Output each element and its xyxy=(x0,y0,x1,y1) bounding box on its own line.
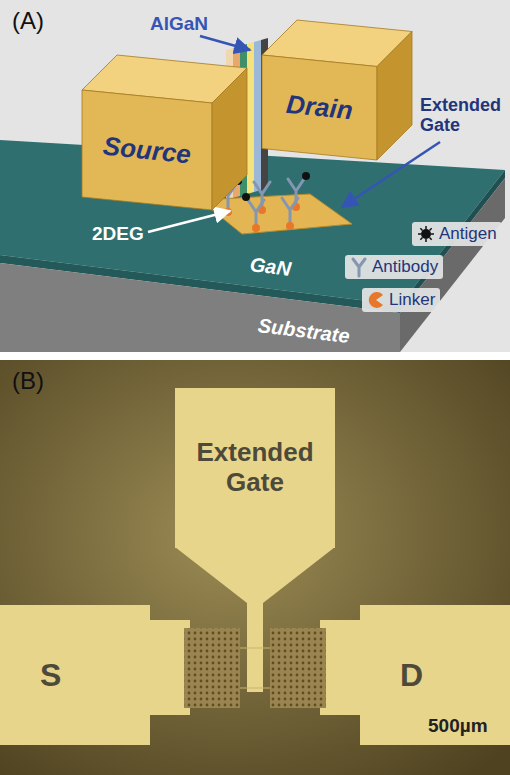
antigen-spike xyxy=(420,238,422,240)
extended-gate-pad: Extended Gate xyxy=(175,388,335,548)
linker xyxy=(252,224,260,232)
antigen xyxy=(242,193,250,201)
ohmic-contact xyxy=(270,628,326,708)
antigen-spike xyxy=(430,228,432,230)
panel-background xyxy=(0,0,510,352)
legend-item: Antigen xyxy=(412,222,502,246)
antibody-icon xyxy=(353,259,365,276)
panel-label: (A) xyxy=(12,8,44,34)
electrode-label: Drain xyxy=(285,89,354,126)
antigen-spike xyxy=(425,239,427,242)
antigen-icon xyxy=(421,229,431,239)
block-side-face xyxy=(212,68,247,210)
algan-stack-layer xyxy=(254,40,261,192)
antigen-spike xyxy=(418,233,421,235)
part-label: 2DEG xyxy=(92,224,144,245)
block-front-face xyxy=(262,55,377,160)
block-front-face xyxy=(82,90,212,210)
legend-item: Linker xyxy=(362,288,440,312)
layer-label: GaN xyxy=(249,253,292,280)
layer-label: Substrate xyxy=(257,314,351,347)
part-label: Extended Gate xyxy=(420,96,505,136)
antibody xyxy=(254,182,270,210)
block-label-holder: Drain xyxy=(258,55,382,159)
electrode-label: Source xyxy=(102,130,193,170)
leader-arrow xyxy=(148,211,230,232)
drain-electrode: Drain xyxy=(262,20,412,160)
antigen xyxy=(302,172,310,180)
gate-taper xyxy=(175,547,335,603)
ohmic-contact xyxy=(184,628,240,708)
legend-sample xyxy=(350,256,368,278)
legend-sample xyxy=(417,223,435,245)
substrate-front xyxy=(0,263,400,352)
drain-tab xyxy=(320,620,362,715)
antigen-spike xyxy=(420,228,422,230)
pad-label: S xyxy=(40,657,61,694)
linker xyxy=(286,222,294,230)
algan-stack-layer xyxy=(247,42,254,194)
legend-label: Linker xyxy=(389,290,435,310)
source-pad: S xyxy=(0,605,150,745)
channel-edge xyxy=(240,688,270,689)
block-label-holder: Source xyxy=(77,90,217,209)
antigen-spike xyxy=(425,226,427,229)
layer-label: AlGaN xyxy=(150,14,208,35)
panel-label: (B) xyxy=(12,368,44,394)
antigen-spike xyxy=(431,233,434,235)
antigen-spike xyxy=(430,238,432,240)
legend-label: Antigen xyxy=(439,224,497,244)
source-tab xyxy=(148,620,190,715)
gate-stem xyxy=(247,600,263,692)
leader-arrow xyxy=(200,36,250,50)
channel-edge xyxy=(240,648,270,649)
electrode-block xyxy=(262,20,412,160)
pad-label: Extended Gate xyxy=(181,438,329,498)
block-side-face xyxy=(377,32,412,161)
micrograph-background xyxy=(0,360,510,775)
pad-label: D xyxy=(400,657,423,694)
legend-label: Antibody xyxy=(372,257,438,277)
legend-sample xyxy=(367,289,385,311)
antibody xyxy=(248,200,264,228)
scale-bar-label: 500µm xyxy=(428,716,488,737)
antibody xyxy=(282,198,298,226)
linker-icon xyxy=(369,292,383,308)
source-electrode: Source xyxy=(82,55,247,210)
legend-item: Antibody xyxy=(345,255,443,279)
